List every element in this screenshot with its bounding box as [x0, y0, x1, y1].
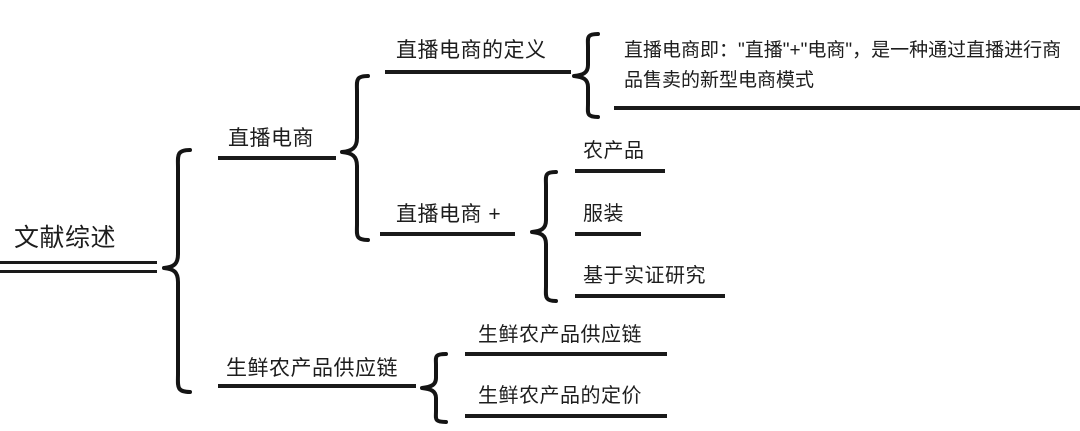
- node-apparel-underline: [575, 232, 641, 236]
- definition-text-underline: [614, 106, 1080, 110]
- branch-live-ecommerce-underline: [218, 156, 336, 160]
- node-fresh-supply-chain-sub-label: 生鲜农产品供应链: [478, 324, 642, 346]
- node-definition-underline: [385, 70, 571, 74]
- node-live-ecommerce-plus-label: 直播电商 +: [396, 203, 502, 226]
- node-apparel-label: 服装: [583, 203, 624, 225]
- branch-live-ecommerce-label: 直播电商: [228, 127, 314, 150]
- node-fresh-supply-chain-sub-underline: [465, 352, 667, 356]
- branch-fresh-supply-chain-label: 生鲜农产品供应链: [226, 357, 398, 380]
- node-agricultural-products-underline: [575, 169, 665, 173]
- node-fresh-pricing-underline: [465, 414, 667, 418]
- node-fresh-pricing-label: 生鲜农产品的定价: [478, 385, 642, 407]
- fresh-supply-chain-brace: [420, 352, 448, 424]
- live-ecommerce-brace: [340, 74, 370, 242]
- root-underline-lower: [0, 270, 157, 273]
- node-agricultural-products-label: 农产品: [583, 140, 645, 162]
- node-empirical-research-label: 基于实证研究: [583, 265, 706, 287]
- root-brace: [162, 148, 192, 394]
- node-definition-label: 直播电商的定义: [396, 39, 547, 62]
- root-underline-upper: [0, 261, 157, 264]
- node-live-ecommerce-plus-underline: [380, 232, 515, 236]
- node-empirical-research-underline: [575, 294, 725, 298]
- definition-brace: [572, 32, 600, 119]
- definition-text: 直播电商即："直播"+"电商"，是一种通过直播进行商品售卖的新型电商模式: [624, 40, 1062, 91]
- root-node-label: 文献综述: [14, 224, 117, 252]
- live-ecommerce-plus-brace: [530, 170, 558, 303]
- branch-fresh-supply-chain-underline: [218, 384, 416, 388]
